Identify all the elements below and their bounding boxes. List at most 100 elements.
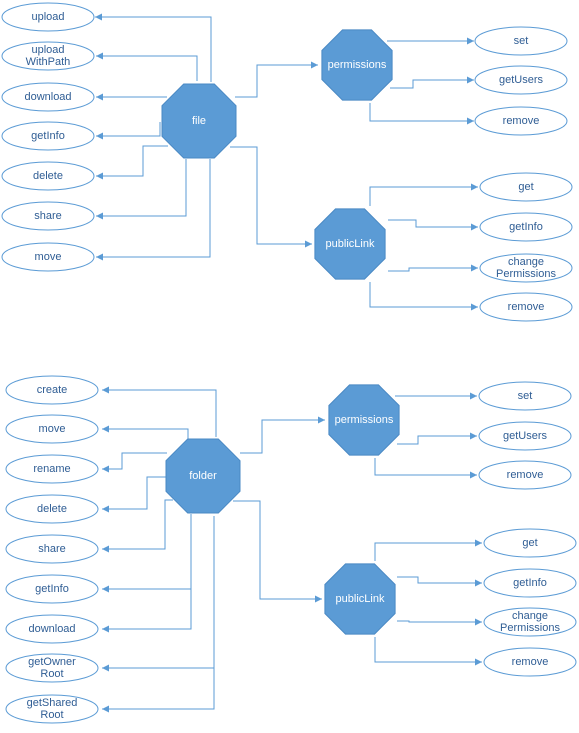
folder-method-get-info [5,574,99,604]
file-method-delete-label: delete [33,170,63,182]
file-method-upload [1,2,95,32]
file-connector-get-info [96,122,161,140]
file-permissions-method-get-users [474,65,568,95]
folder-public-link-connector-remove [374,637,482,666]
folder-permissions-method-remove-label: remove [507,469,544,481]
folder-public-link-connector-change-permissions [397,618,482,626]
file-connector-upload [95,13,212,82]
file-connector-permissions [235,61,318,98]
folder-permissions-connector-remove [374,458,477,479]
folder-hub [165,438,241,514]
file-public-link-hub-label: publicLink [326,238,375,250]
folder-connector-move [102,425,189,440]
folder-connector-get-owner-root [102,516,215,672]
folder-permissions-method-get-users [478,421,572,451]
file-method-upload-label: upload [31,11,64,23]
file-method-delete [1,161,95,191]
folder-method-move-label: move [39,423,66,435]
folder-method-share-label: share [38,543,66,555]
folder-permissions-hub [328,384,400,456]
file-public-link-connector-get [369,183,478,206]
file-method-download [1,82,95,112]
folder-public-link-method-get-info-label: getInfo [513,577,547,589]
file-permissions-method-remove-label: remove [503,115,540,127]
folder-method-create [5,375,99,405]
file-method-share-label: share [34,210,62,222]
folder-permissions-method-get-users-label: getUsers [503,430,548,442]
folder-method-rename-label: rename [33,463,70,475]
folder-connector-permissions [240,416,325,454]
file-public-link-method-remove [479,292,573,322]
file-connector-move [96,159,211,261]
file-method-download-label: download [24,91,71,103]
file-public-link-method-get-info-label: getInfo [509,221,543,233]
folder-public-link-method-remove [483,647,577,677]
folder-connector-public-link [233,500,322,603]
folder-connector-create [102,386,217,437]
folder-method-delete [5,494,99,524]
folder-permissions-hub-label: permissions [335,414,394,426]
file-method-get-info-label: getInfo [31,130,65,142]
folder-method-share [5,534,99,564]
folder-connector-share [102,499,173,553]
connectors [95,13,482,713]
folder-method-download-label: download [28,623,75,635]
file-connector-public-link [230,146,312,248]
file-permissions-connector-get-users [390,76,474,89]
file-connector-share [96,159,187,220]
file-public-link-method-change-permissions [479,253,573,283]
file-permissions-method-set [474,26,568,56]
folder-public-link-hub [324,563,396,635]
file-permissions-method-set-label: set [514,35,529,47]
folder-method-delete-label: delete [37,503,67,515]
file-permissions-hub-label: permissions [328,59,387,71]
folder-connector-get-info [102,514,192,593]
file-public-link-method-get [479,172,573,202]
file-permissions-method-get-users-label: getUsers [499,74,544,86]
file-connector-delete [96,145,168,180]
file-method-upload-with-path [1,41,95,71]
folder-method-get-owner-root [5,653,99,683]
file-public-link-method-remove-label: remove [508,301,545,313]
folder-public-link-method-get-info [483,568,577,598]
folder-method-get-info-label: getInfo [35,583,69,595]
file-public-link-connector-get-info [388,219,478,231]
file-permissions-hub [321,29,393,101]
folder-permissions-method-set-label: set [518,390,533,402]
file-permissions-method-remove [474,106,568,136]
file-public-link-connector-change-permissions [388,264,478,272]
file-hub [161,83,237,159]
file-hub-label: file [192,115,206,127]
file-connector-upload-with-path [96,52,198,81]
folder-public-link-method-get [483,528,577,558]
folder-method-move [5,414,99,444]
folder-connector-get-shared-root [102,516,215,713]
folder-method-download [5,614,99,644]
folder-method-get-shared-root [5,694,99,724]
folder-hub-label: folder [189,470,217,482]
folder-connector-download [102,514,192,633]
file-method-move [1,242,95,272]
file-method-share [1,201,95,231]
folder-connector-rename [102,452,167,473]
file-permissions-connector-remove [369,103,474,125]
file-public-link-method-get-info [479,212,573,242]
folder-permissions-connector-get-users [397,432,477,445]
folder-connector-delete [102,476,167,513]
file-public-link-connector-remove [369,282,478,311]
file-public-link-hub [314,208,386,280]
folder-public-link-connector-get [374,539,482,561]
folder-permissions-method-set [478,381,572,411]
folder-method-create-label: create [37,384,68,396]
folder-public-link-method-remove-label: remove [512,656,549,668]
folder-public-link-method-change-permissions [483,607,577,637]
folder-method-rename [5,454,99,484]
folder-public-link-hub-label: publicLink [336,593,385,605]
folder-permissions-method-remove [478,460,572,490]
